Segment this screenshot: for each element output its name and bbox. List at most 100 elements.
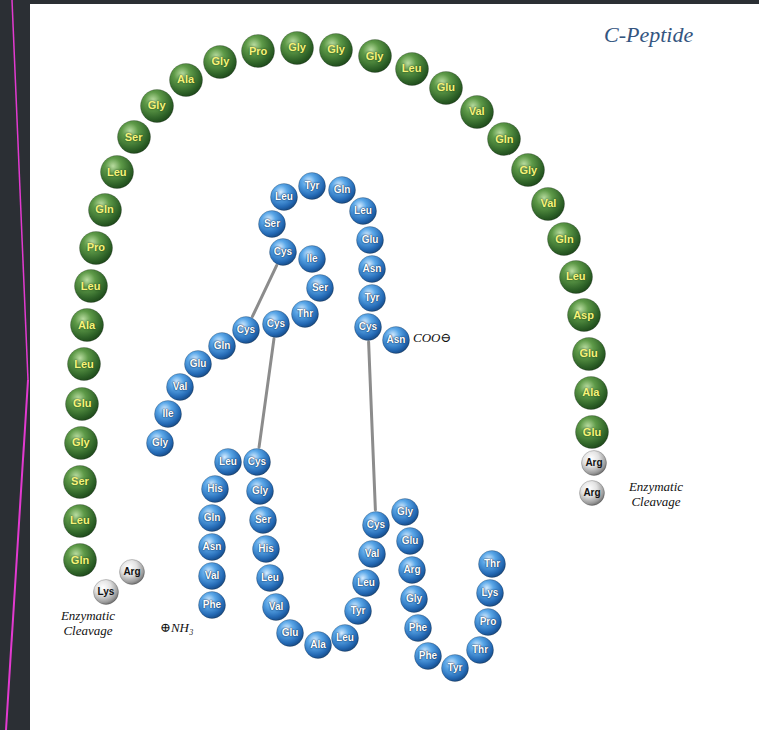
bead-circle bbox=[392, 499, 419, 526]
bead-circle bbox=[67, 348, 100, 381]
bead-circle bbox=[415, 643, 442, 670]
bead-circle bbox=[401, 586, 428, 613]
residue-name: Val bbox=[269, 602, 283, 612]
insulin-residue: Cys bbox=[269, 238, 297, 266]
bead-circle bbox=[169, 63, 202, 96]
c-peptide-residue: Gln bbox=[88, 193, 122, 227]
bead-circle bbox=[477, 580, 504, 607]
residue-name: Gly bbox=[148, 100, 166, 111]
c-peptide-residue: Val bbox=[531, 187, 565, 221]
residue-name: Asn bbox=[203, 542, 222, 552]
residue-name: Glu bbox=[437, 82, 455, 93]
residue-name: Gln bbox=[71, 555, 89, 566]
insulin-residue: Phe bbox=[198, 591, 226, 619]
bead-circle bbox=[63, 504, 96, 537]
residue-name: Cys bbox=[248, 457, 266, 467]
residue-name: Leu bbox=[357, 578, 375, 588]
bead-circle bbox=[479, 551, 506, 578]
c-peptide-residue: Ala bbox=[169, 63, 203, 97]
residue-name: Val bbox=[469, 106, 485, 117]
cleavage-note: Enzymatic Cleavage bbox=[610, 480, 702, 510]
bead-circle bbox=[442, 655, 469, 682]
residue-name: Ala bbox=[582, 387, 599, 398]
bead-circle bbox=[305, 632, 332, 659]
insulin-residue: Cys bbox=[362, 511, 390, 539]
residue-name: Leu bbox=[107, 167, 127, 178]
bead-circle bbox=[395, 52, 428, 85]
bead-circle bbox=[429, 71, 462, 104]
insulin-residue: Thr bbox=[291, 300, 319, 328]
residue-name: Ser bbox=[255, 515, 271, 525]
insulin-residue: Cys bbox=[354, 313, 382, 341]
residue-name: His bbox=[207, 484, 223, 494]
residue-name: Cys bbox=[359, 322, 377, 332]
bead-circle bbox=[215, 449, 242, 476]
insulin-residue: Leu bbox=[349, 197, 377, 225]
insulin-residue: Ser bbox=[249, 506, 277, 534]
bead-circle bbox=[320, 33, 353, 66]
c-peptide-residue: Pro bbox=[79, 231, 113, 265]
residue-name: Leu bbox=[81, 281, 101, 292]
residue-name: Asn bbox=[363, 264, 382, 274]
insulin-residue: Leu bbox=[214, 448, 242, 476]
insulin-residue: Glu bbox=[184, 350, 212, 378]
cleavage-note: Enzymatic Cleavage bbox=[42, 609, 134, 639]
c-peptide-residue: Ser bbox=[63, 465, 97, 499]
residue-name: Ala bbox=[310, 640, 326, 650]
c-peptide-residue: Gly bbox=[64, 426, 98, 460]
bead-circle bbox=[292, 301, 319, 328]
bead-circle bbox=[582, 451, 607, 476]
insulin-residue: Cys bbox=[232, 316, 260, 344]
bead-circle bbox=[74, 270, 107, 303]
c-peptide-residue: Glu bbox=[572, 337, 606, 371]
bead-circle bbox=[167, 374, 194, 401]
bead-circle bbox=[399, 557, 426, 584]
bead-circle bbox=[88, 193, 121, 226]
bead-circle bbox=[199, 592, 226, 619]
bead-circle bbox=[233, 317, 260, 344]
bead-circle bbox=[271, 184, 298, 211]
residue-name: Arg bbox=[585, 458, 602, 468]
residue-name: Gln bbox=[555, 234, 573, 245]
insulin-residue: Tyr bbox=[344, 597, 372, 625]
insulin-residue: His bbox=[252, 535, 280, 563]
insulin-residue: Tyr bbox=[298, 172, 326, 200]
insulin-residue: Phe bbox=[404, 614, 432, 642]
c-peptide-residue: Ala bbox=[70, 308, 104, 342]
c-peptide-residue: Leu bbox=[63, 504, 97, 538]
disulfide-bond bbox=[259, 339, 274, 447]
bead-circle bbox=[270, 239, 297, 266]
c-peptide-residue: Leu bbox=[395, 52, 429, 86]
residue-name: Glu bbox=[73, 398, 91, 409]
c-peptide-residue: Pro bbox=[241, 34, 275, 68]
bead-circle bbox=[250, 507, 277, 534]
bead-circle bbox=[204, 45, 237, 78]
c-peptide-residue: Gly bbox=[280, 31, 314, 65]
bead-circle bbox=[185, 351, 212, 378]
c-peptide-residue: Gly bbox=[319, 33, 353, 67]
bead-circle bbox=[580, 481, 605, 506]
insulin-residue: Lys bbox=[476, 579, 504, 607]
residue-name: Val bbox=[365, 549, 379, 559]
residue-name: Leu bbox=[354, 206, 372, 216]
c-peptide-residue: Asp bbox=[567, 298, 601, 332]
c-peptide-residue: Val bbox=[460, 95, 494, 129]
insulin-residue: Asn bbox=[358, 255, 386, 283]
c-peptide-residue: Gly bbox=[358, 39, 392, 73]
bead-circle bbox=[94, 580, 119, 605]
bead-circle bbox=[567, 299, 600, 332]
residue-name: Glu bbox=[583, 427, 601, 438]
insulin-residue: Tyr bbox=[441, 654, 469, 682]
insulin-residue: Ser bbox=[306, 274, 334, 302]
bead-circle bbox=[405, 615, 432, 642]
residue-name: Val bbox=[173, 382, 187, 392]
residue-name: Tyr bbox=[305, 181, 320, 191]
disulfide-bond bbox=[369, 342, 376, 510]
bead-circle bbox=[345, 598, 372, 625]
residue-name: Gln bbox=[495, 134, 513, 145]
c-peptide-residue: Leu bbox=[100, 155, 134, 189]
insulin-residue: Tyr bbox=[358, 284, 386, 312]
bead-circle bbox=[263, 594, 290, 621]
residue-name: Asp bbox=[573, 310, 594, 321]
bead-circle bbox=[79, 231, 112, 264]
